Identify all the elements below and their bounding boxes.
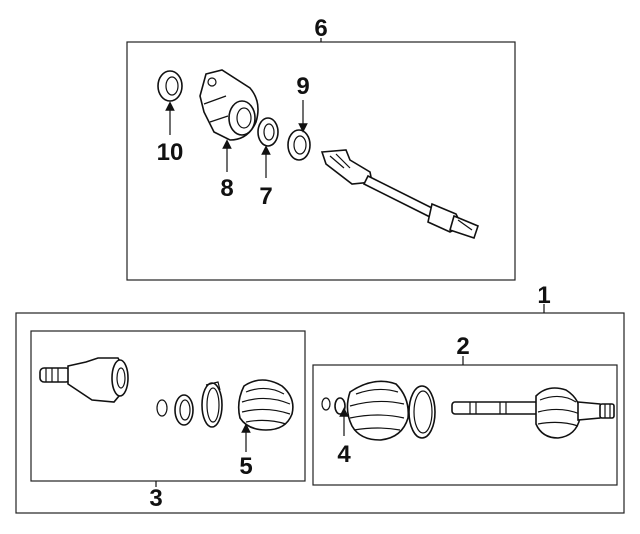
bearing-part-9 bbox=[287, 129, 311, 161]
inner-boot-part-4 bbox=[346, 380, 436, 441]
group-3-box bbox=[30, 330, 306, 482]
inner-clip-set bbox=[321, 397, 346, 415]
outer-boot-part-5 bbox=[237, 379, 294, 431]
callout-2: 2 bbox=[456, 333, 469, 360]
callout-6: 6 bbox=[314, 15, 327, 42]
seal-part-10 bbox=[157, 70, 183, 102]
callout-4: 4 bbox=[337, 441, 351, 468]
outer-cv-joint bbox=[39, 357, 129, 403]
callout-3: 3 bbox=[149, 485, 162, 512]
axle-shaft bbox=[451, 387, 615, 439]
callout-7: 7 bbox=[259, 183, 272, 210]
intermediate-shaft bbox=[320, 149, 479, 240]
ring-part-7 bbox=[257, 117, 279, 147]
callout-10: 10 bbox=[157, 139, 184, 166]
group-6-box bbox=[126, 41, 516, 281]
clip-set bbox=[156, 381, 223, 428]
bracket-part-8 bbox=[199, 69, 259, 141]
group-2-box bbox=[312, 364, 618, 486]
callout-5: 5 bbox=[239, 453, 252, 480]
group-1-box bbox=[15, 312, 625, 514]
callout-8: 8 bbox=[220, 175, 233, 202]
callout-1: 1 bbox=[537, 282, 550, 309]
callout-9: 9 bbox=[296, 73, 309, 100]
